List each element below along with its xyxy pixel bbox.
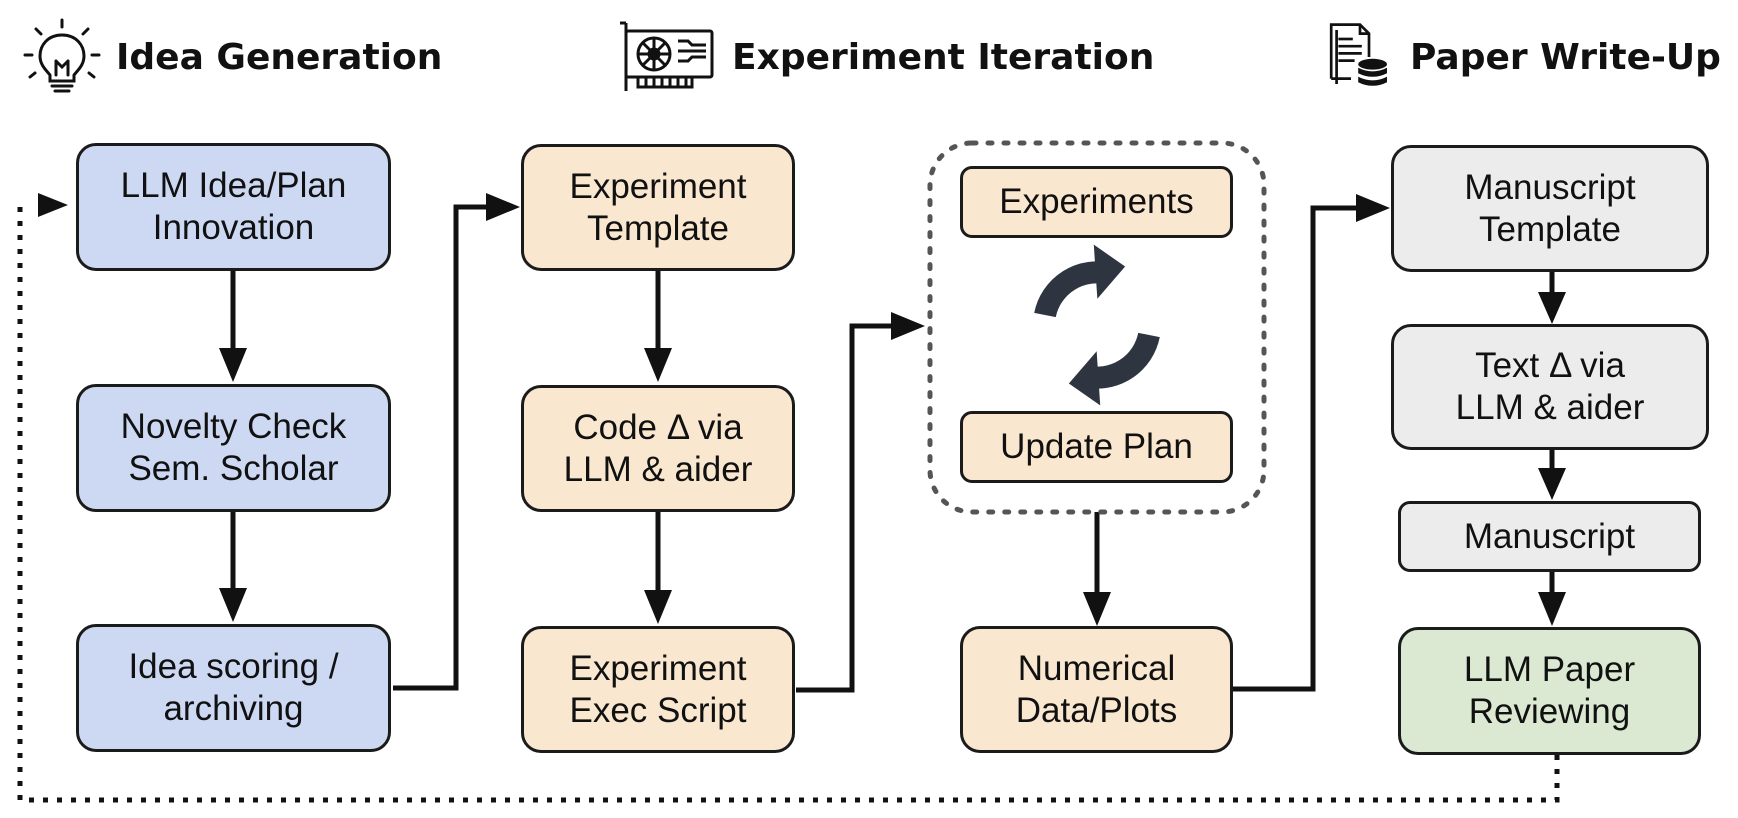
experiment-template-box: Experiment Template	[521, 144, 795, 271]
arrow-script-to-loop	[796, 323, 895, 693]
box-label-line1: Novelty Check	[120, 407, 347, 446]
llm-idea-plan-box: LLM Idea/Plan Innovation	[76, 143, 391, 271]
llm-paper-reviewing-box: LLM Paper Reviewing	[1398, 627, 1701, 755]
update-plan-box: Update Plan	[960, 411, 1233, 483]
box-label: Manuscript	[1463, 516, 1636, 556]
box-label-line1: Text Δ via	[1475, 346, 1625, 385]
arrow-results-to-manuscript-template	[1233, 205, 1360, 692]
idea-scoring-box: Idea scoring / archiving	[76, 624, 391, 752]
text-delta-box: Text Δ via LLM & aider	[1391, 324, 1709, 450]
header-title-idea: Idea Generation	[116, 36, 443, 78]
lightbulb-icon	[23, 18, 101, 93]
box-label-line2: Innovation	[152, 208, 315, 247]
box-label-line1: Idea scoring /	[128, 647, 339, 686]
experiment-exec-script-box: Experiment Exec Script	[521, 626, 795, 753]
numerical-data-plots-box: Numerical Data/Plots	[960, 626, 1233, 753]
box-label-line2: Exec Script	[569, 690, 747, 730]
box-label-line1: Experiment	[569, 648, 747, 688]
box-label-line2: Sem. Scholar	[128, 449, 339, 488]
box-label-line1: Numerical	[1017, 648, 1176, 688]
box-label-line2: Template	[586, 208, 730, 248]
box-label-line2: Data/Plots	[1015, 690, 1178, 730]
box-label-line2: LLM & aider	[563, 449, 753, 489]
header-title-experiment: Experiment Iteration	[732, 36, 1155, 78]
box-label: Experiments	[999, 182, 1194, 221]
header-paper-write-up: Paper Write-Up	[1324, 22, 1721, 92]
novelty-check-box: Novelty Check Sem. Scholar	[76, 384, 391, 512]
feedback-loop-line	[17, 205, 1560, 803]
box-label-line1: Manuscript	[1464, 167, 1636, 207]
feedback-arrowhead	[38, 193, 68, 217]
gpu-card-icon	[620, 21, 714, 91]
code-delta-box: Code Δ via LLM & aider	[521, 385, 795, 512]
experiment-loop-container	[927, 140, 1267, 515]
document-database-icon	[1329, 23, 1387, 86]
box-label-line1: LLM Idea/Plan	[120, 166, 347, 205]
manuscript-template-box: Manuscript Template	[1391, 145, 1709, 272]
arrow-scoring-to-template	[393, 204, 490, 691]
box-label-line1: Experiment	[569, 166, 747, 206]
box-label-line1: Code Δ via	[573, 407, 743, 447]
refresh-cycle-icon	[1034, 244, 1160, 406]
header-title-paper: Paper Write-Up	[1410, 36, 1721, 78]
manuscript-box: Manuscript	[1398, 501, 1701, 572]
box-label-line1: LLM Paper	[1463, 650, 1636, 689]
header-idea-generation: Idea Generation	[22, 18, 443, 93]
box-label-line2: Reviewing	[1468, 692, 1631, 731]
header-experiment-iteration: Experiment Iteration	[618, 21, 1155, 92]
box-label-line2: LLM & aider	[1455, 388, 1645, 427]
box-label: Update Plan	[1000, 427, 1193, 466]
box-label-line2: archiving	[163, 689, 304, 728]
box-label-line2: Template	[1478, 209, 1622, 249]
experiments-box: Experiments	[960, 166, 1233, 238]
